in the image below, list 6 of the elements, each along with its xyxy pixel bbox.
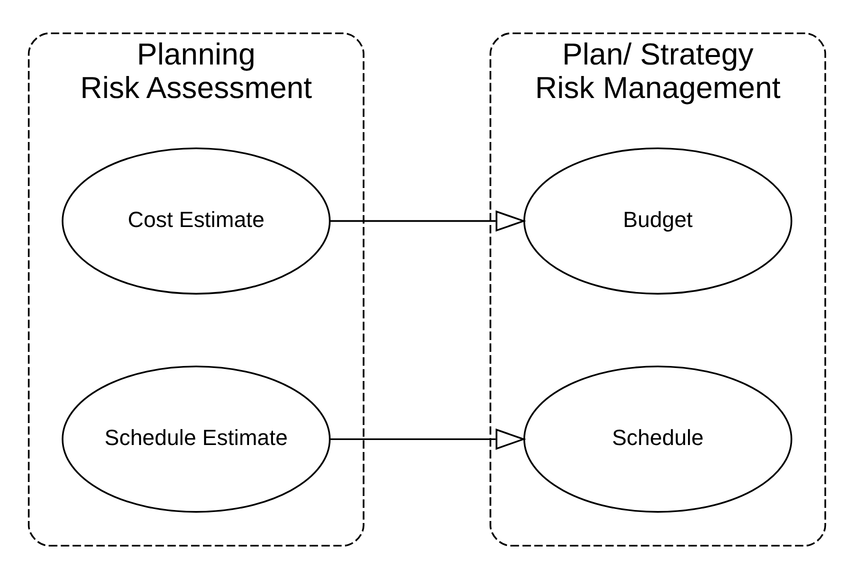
node-ellipse: Budget <box>523 146 792 294</box>
arrow <box>330 428 526 450</box>
node-ellipse: Schedule <box>523 365 792 512</box>
arrow <box>330 210 526 232</box>
node-ellipse: Cost Estimate <box>62 146 331 294</box>
node-ellipse: Schedule Estimate <box>62 365 331 512</box>
